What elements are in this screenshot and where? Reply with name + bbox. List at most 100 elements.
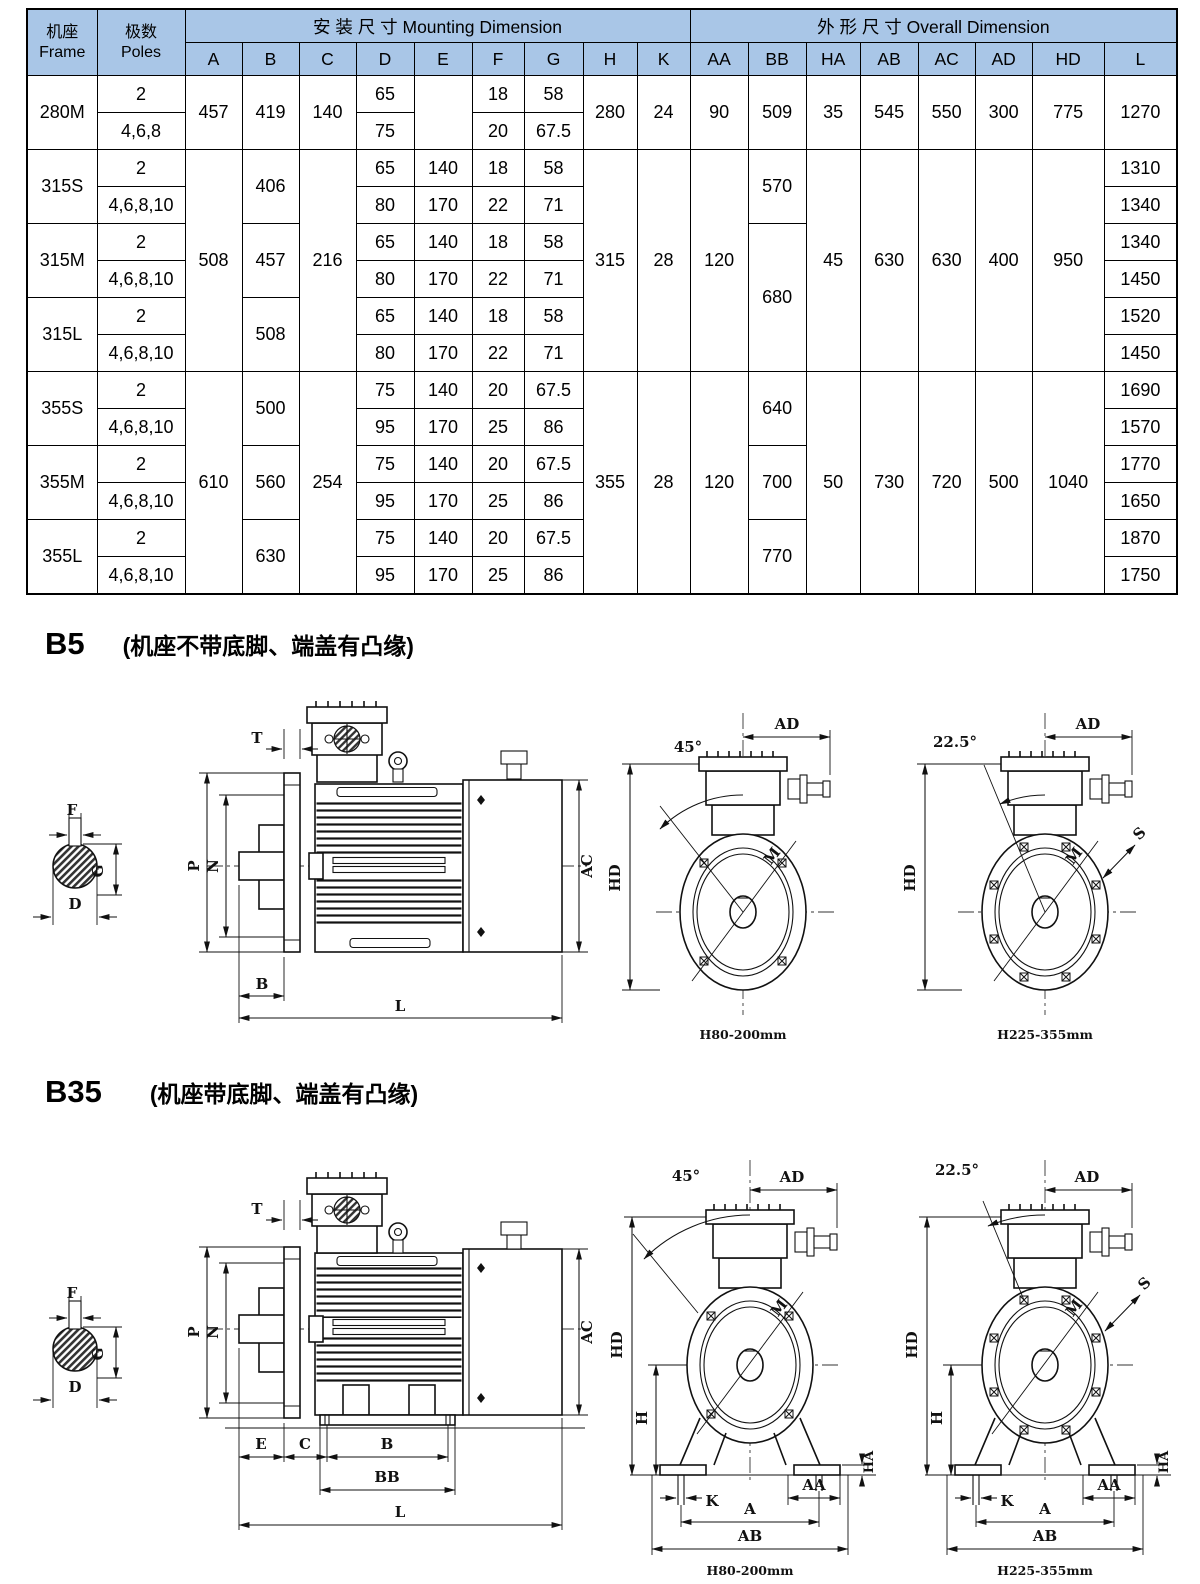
table-cell: 2	[96, 297, 186, 335]
table-cell: 355L	[26, 519, 98, 595]
table-cell: 2	[96, 445, 186, 483]
motor-feet	[925, 1417, 1171, 1505]
b35-code: B35	[45, 1074, 102, 1109]
table-cell: 254	[298, 371, 357, 595]
table-cell: 630	[241, 519, 300, 595]
motor-shaft	[238, 824, 285, 910]
b35-front-view-large-frames: 22.5° HD H AD M S K AA HA A	[903, 1160, 1172, 1578]
motor-shaft	[238, 1287, 285, 1373]
dim-label-c: C	[299, 1435, 311, 1453]
table-cell: 90	[689, 75, 749, 150]
b35-side-view-drawing: T P N AC E C B BB L	[185, 1172, 596, 1530]
side-view-dimensions: T P N B L AC	[185, 729, 596, 1023]
table-cell: 545	[859, 75, 919, 150]
table-cell: 1340	[1103, 223, 1178, 261]
table-header-cell: E	[413, 42, 473, 76]
table-cell: 4,6,8	[96, 112, 186, 150]
table-cell: 1690	[1103, 371, 1178, 409]
table-cell: 18	[471, 75, 525, 113]
table-cell: 315S	[26, 149, 98, 224]
table-cell: 20	[471, 445, 525, 483]
frame-range-caption: H80-200mm	[700, 1027, 787, 1042]
table-cell: 71	[523, 186, 584, 224]
dim-label-h: H	[928, 1411, 946, 1425]
table-cell: 770	[747, 519, 807, 595]
table-header-cell: BB	[747, 42, 807, 76]
table-cell: 4,6,8,10	[96, 482, 186, 520]
table-cell: 22	[471, 186, 525, 224]
table-cell: 775	[1031, 75, 1105, 150]
lifting-eyebolt	[388, 1222, 408, 1254]
table-cell: 28	[636, 371, 691, 595]
table-header-cell: F	[471, 42, 525, 76]
dim-label-bb: BB	[374, 1468, 399, 1486]
dim-label-ha: HA	[862, 1450, 877, 1473]
motor-feet	[225, 1384, 585, 1429]
b35-shaft-section-detail: F G D	[33, 1284, 122, 1408]
b35-subtitle: (机座带底脚、端盖有凸缘)	[149, 1081, 419, 1107]
table-cell: 140	[413, 223, 473, 261]
terminal-box	[306, 1172, 388, 1254]
dim-label-a: A	[743, 1500, 756, 1518]
motor-feet	[630, 1417, 876, 1505]
b5-front-view-large-frames: 22.5° HD AD M S H225-355mm	[901, 713, 1150, 1042]
table-cell: 1750	[1103, 556, 1178, 595]
table-cell: 86	[523, 408, 584, 446]
table-cell: 25	[471, 408, 525, 446]
dim-label-p: P	[185, 860, 203, 871]
table-cell: 2	[96, 371, 186, 409]
dim-label-ab: AB	[737, 1527, 762, 1545]
table-cell: 280M	[26, 75, 98, 150]
dim-label-ab: AB	[1032, 1527, 1057, 1545]
dim-label-g: G	[89, 865, 107, 878]
table-cell: 140	[413, 519, 473, 557]
table-cell: 67.5	[523, 445, 584, 483]
table-cell: 4,6,8,10	[96, 260, 186, 298]
table-cell: 65	[355, 149, 415, 187]
table-header-cell: HA	[805, 42, 861, 76]
table-cell: 20	[471, 371, 525, 409]
table-cell: 67.5	[523, 371, 584, 409]
table-cell: 28	[636, 149, 691, 372]
b5-code: B5	[45, 626, 85, 661]
table-cell: 315M	[26, 223, 98, 298]
table-cell: 170	[413, 556, 473, 595]
table-cell: 1340	[1103, 186, 1178, 224]
dim-label-hd: HD	[606, 864, 624, 891]
angle-label-22-5: 22.5°	[933, 733, 977, 751]
table-header-cell: 极数 Poles	[96, 8, 186, 76]
table-cell: 610	[184, 371, 243, 595]
table-cell: 509	[747, 75, 807, 150]
dim-label-s: S	[1129, 823, 1149, 843]
table-header-cell: 机座 Frame	[26, 8, 98, 76]
dim-label-aa: AA	[1096, 1476, 1121, 1494]
table-header-cell: AC	[917, 42, 976, 76]
table-cell: 140	[413, 371, 473, 409]
dim-label-s: S	[1134, 1273, 1154, 1293]
angle-label-45: 45°	[674, 738, 702, 756]
table-cell: 35	[805, 75, 861, 150]
table-cell: 18	[471, 149, 525, 187]
table-cell: 630	[859, 149, 919, 372]
dim-label-e: E	[255, 1435, 266, 1453]
table-cell: 20	[471, 519, 525, 557]
dim-label-t: T	[251, 1200, 263, 1218]
table-header-cell: AA	[689, 42, 749, 76]
table-cell: 45	[805, 149, 861, 372]
table-cell: 80	[355, 260, 415, 298]
flange-face	[686, 1286, 814, 1444]
table-cell: 730	[859, 371, 919, 595]
table-cell: 950	[1031, 149, 1105, 372]
table-cell: 65	[355, 223, 415, 261]
table-header-cell: AD	[974, 42, 1033, 76]
dim-label-b: B	[256, 975, 269, 993]
table-cell: 58	[523, 75, 584, 113]
table-cell: 80	[355, 186, 415, 224]
table-cell: 4,6,8,10	[96, 186, 186, 224]
table-cell: 170	[413, 482, 473, 520]
front-view-annotations: 45° HD H AD M K AA HA A	[608, 1167, 877, 1555]
dim-label-l: L	[395, 997, 406, 1015]
table-cell: 67.5	[523, 519, 584, 557]
table-cell: 406	[241, 149, 300, 224]
